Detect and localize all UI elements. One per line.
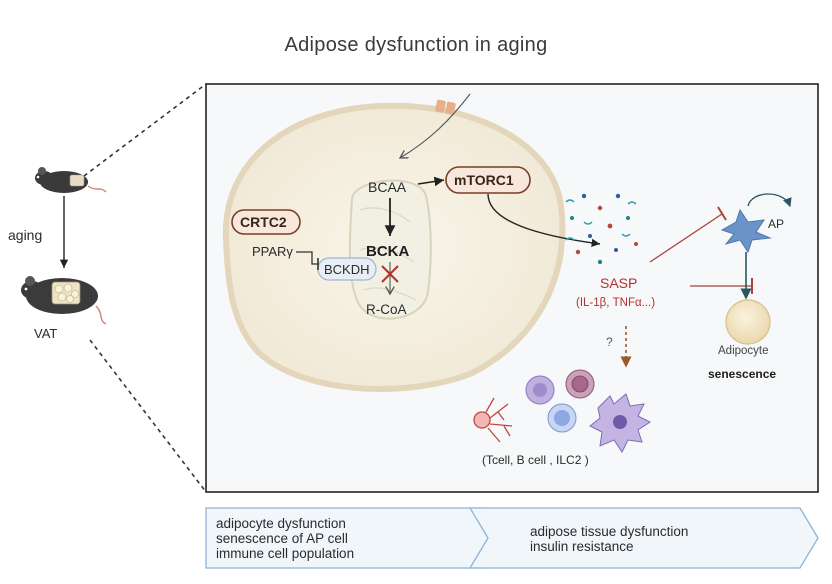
macrophage-icon [589, 393, 651, 453]
bckdh-label: BCKDH [324, 262, 370, 277]
mtorc1-to-sasp-arrow [487, 193, 601, 248]
ap-self-renewal-arrow [747, 193, 792, 208]
bcaa-label: BCAA [368, 179, 407, 195]
membrane-receptor-icon [435, 99, 456, 115]
sasp-inhibit-ap [649, 213, 723, 263]
question-mark: ? [606, 335, 613, 349]
adipocyte-label: Adipocyte [718, 345, 769, 357]
aged-mouse-icon [21, 276, 107, 325]
ppar-inhibit-line [296, 251, 318, 265]
zoom-line-top [83, 83, 207, 177]
uptake-arrow [400, 93, 471, 158]
sasp-sublabel: (IL-1β, TNFα...) [576, 297, 655, 309]
banner-right-line: adipose tissue dysfunction [530, 524, 689, 539]
crtc2-box [231, 209, 301, 235]
sasp-particles-icon [565, 193, 638, 265]
ppar-label: PPARγ [252, 244, 293, 259]
immune-cell-maroon-icon [565, 369, 595, 399]
banner-right-arrow [468, 507, 819, 569]
sasp-label: SASP [600, 275, 637, 291]
bcaa-to-mtorc1-arrow [417, 176, 445, 187]
banner-right-text: adipose tissue dysfunction insulin resis… [530, 524, 688, 554]
banner-left-line: adipocyte dysfunction [216, 516, 346, 531]
banner-left-line: immune cell population [216, 546, 355, 561]
banner-right-line: insulin resistance [530, 539, 634, 554]
banner-left-line: senescence of AP cell [216, 531, 348, 546]
mtorc1-label: mTORC1 [454, 172, 514, 188]
banner-left-text: adipocyte dysfunction senescence of AP c… [216, 516, 354, 561]
ap-cell-icon [720, 208, 772, 254]
diagram-title: Adipose dysfunction in aging [284, 34, 548, 56]
crtc2-label: CRTC2 [240, 214, 287, 230]
vat-label: VAT [34, 326, 57, 341]
blocked-cross-icon [381, 265, 399, 283]
senescence-label: senescence [708, 367, 776, 381]
aging-label: aging [8, 227, 42, 243]
b-cell-icon [547, 403, 577, 433]
zoom-line-bottom [89, 339, 207, 493]
ap-label: AP [768, 217, 784, 231]
immune-cell-purple-icon [525, 375, 555, 405]
mature-adipocyte-icon [725, 299, 771, 345]
mtorc1-box [445, 166, 531, 194]
rcoa-label: R-CoA [366, 302, 407, 317]
immune-cells-label: (Tcell, B cell , ILC2 ) [482, 453, 589, 467]
dendritic-cell-icon [473, 397, 513, 443]
bcka-label: BCKA [366, 243, 409, 260]
young-mouse-icon [35, 167, 107, 193]
